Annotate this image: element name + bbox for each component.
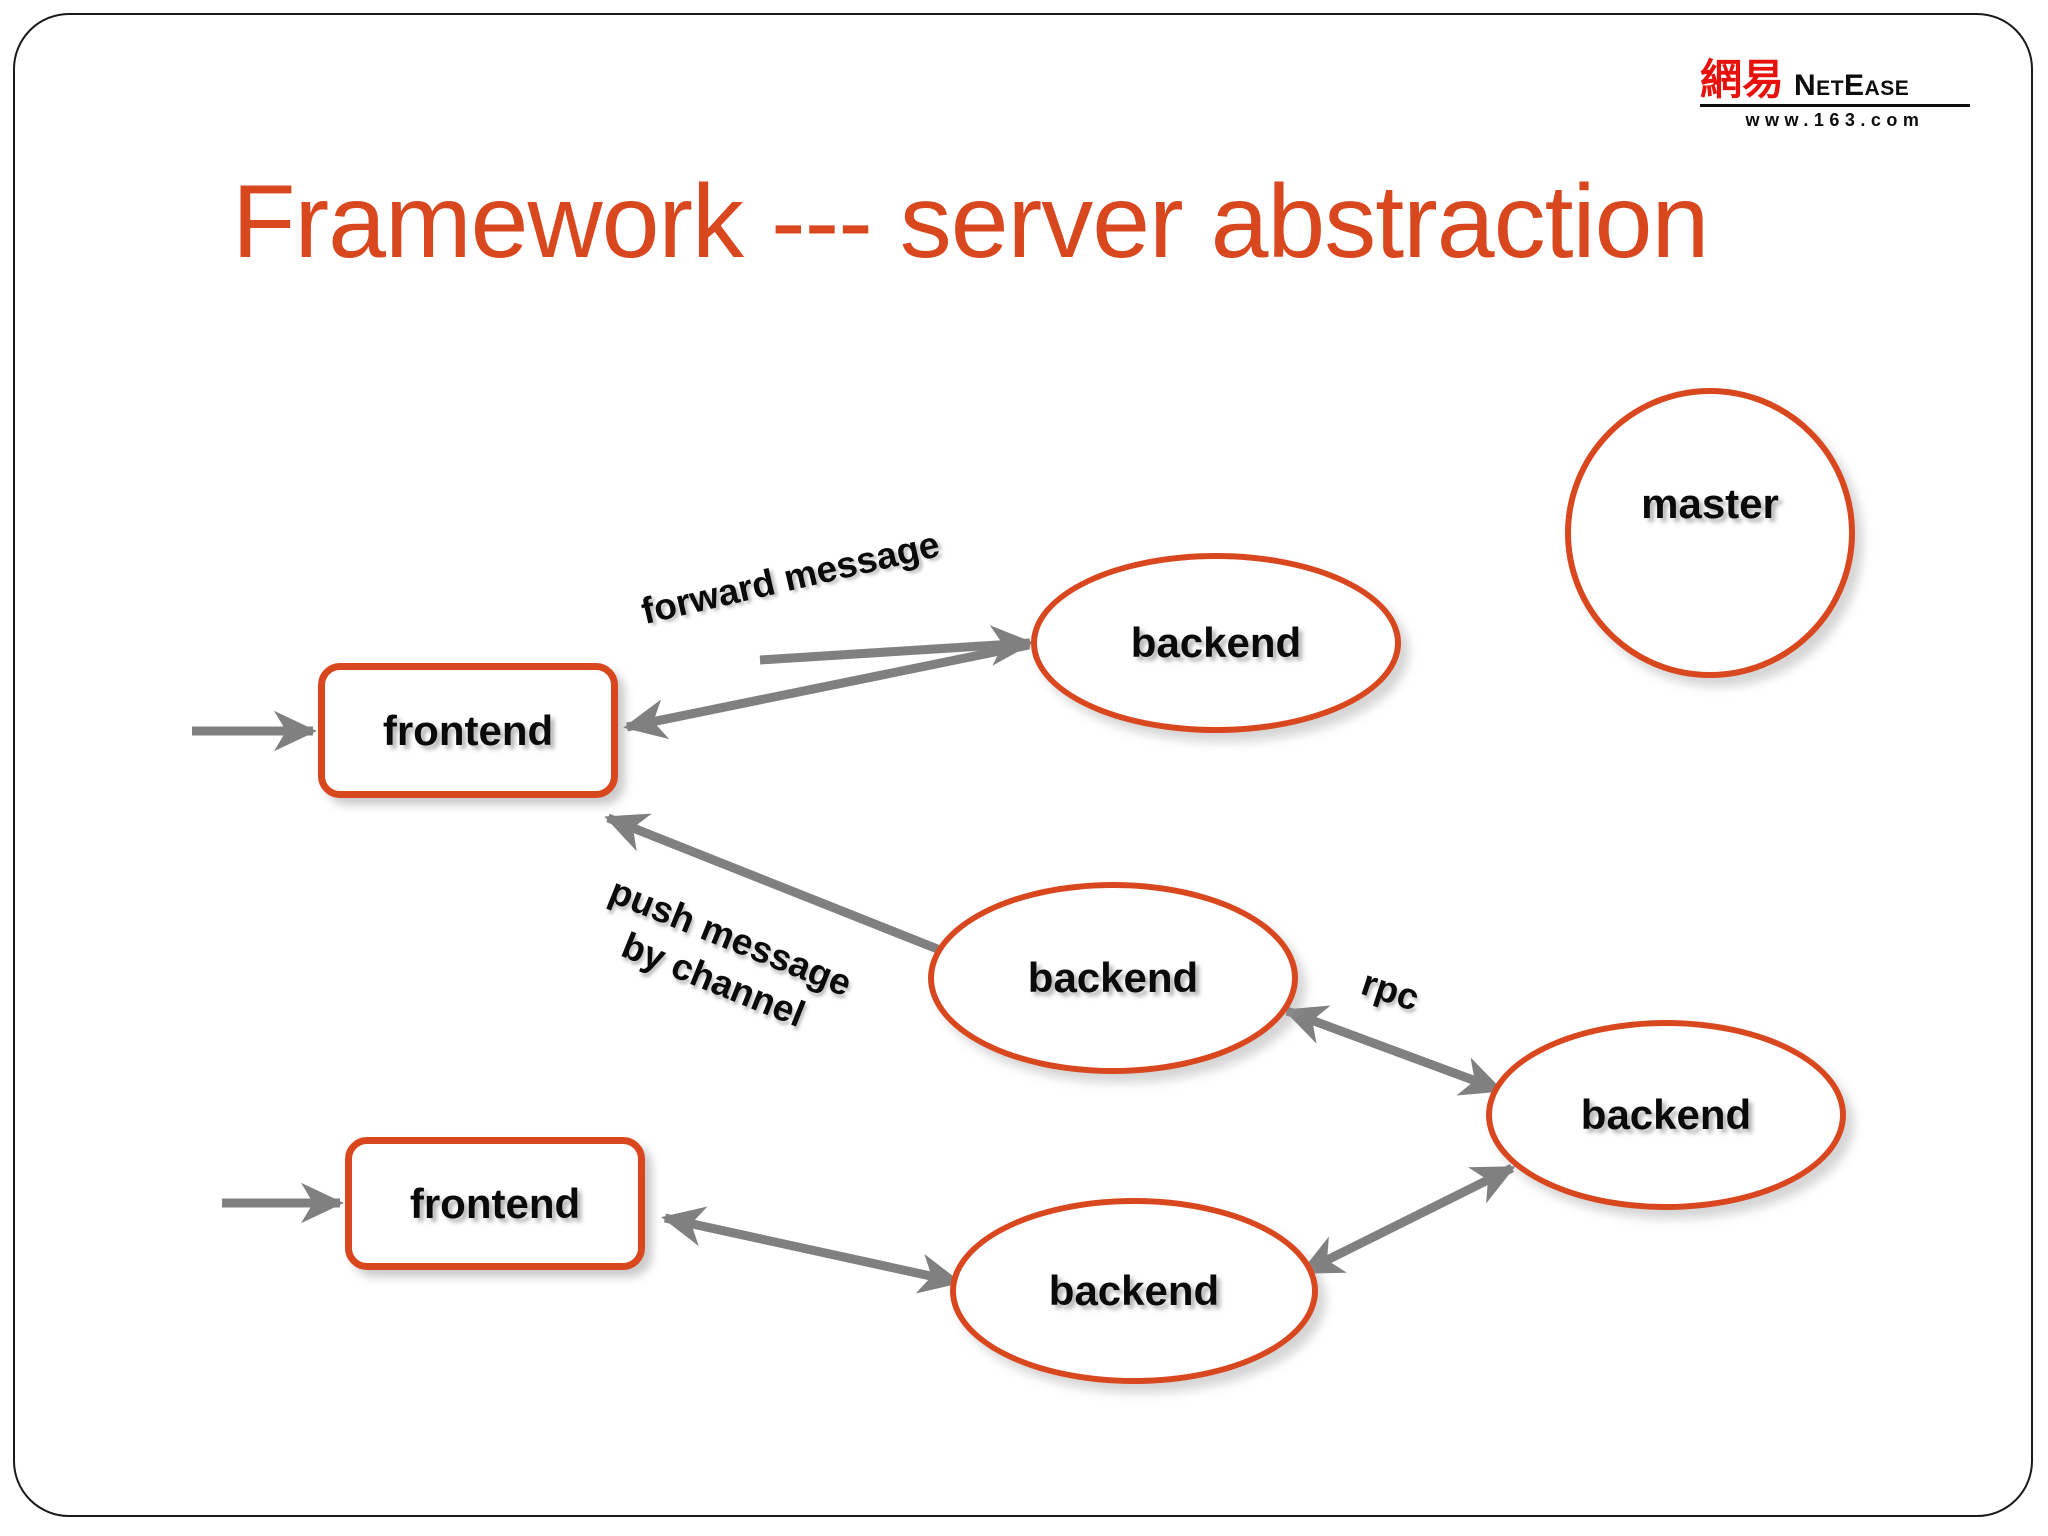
logo-url-text: www.163.com — [1745, 110, 1925, 130]
edge-forward-message — [623, 640, 1030, 740]
node-master-label: master — [1641, 480, 1779, 527]
edge-backend4-backend3 — [1299, 1163, 1516, 1277]
node-backend-2[interactable]: backend — [928, 882, 1298, 1074]
node-backend-2-label: backend — [1027, 954, 1199, 1001]
node-backend-4[interactable]: backend — [950, 1198, 1318, 1384]
edge-rpc — [1283, 1005, 1504, 1096]
logo-wordmark-row: 網易 NetEase — [1700, 52, 1970, 102]
node-backend-3-label: backend — [1580, 1091, 1752, 1138]
edge-push-message — [604, 813, 942, 955]
edge-frontend2-backend4 — [661, 1206, 962, 1294]
node-master[interactable]: master — [1565, 388, 1855, 678]
edge-forward-message-out-line — [759, 625, 1034, 666]
logo-divider — [1700, 104, 1970, 107]
page-title: Framework --- server abstraction — [232, 164, 1709, 280]
netease-logo: 網易 NetEase www.163.com — [1700, 52, 1970, 132]
logo-brand-text: NetEase — [1794, 69, 1910, 102]
node-backend-1-label: backend — [1130, 619, 1302, 666]
logo-chinese-characters: 網易 — [1700, 55, 1785, 104]
node-backend-3[interactable]: backend — [1486, 1020, 1846, 1210]
node-frontend-1-label: frontend — [382, 706, 554, 754]
node-backend-4-label: backend — [1048, 1267, 1220, 1314]
node-frontend-2-label: frontend — [409, 1179, 581, 1227]
node-backend-1[interactable]: backend — [1031, 553, 1401, 733]
node-frontend-1[interactable]: frontend — [318, 663, 618, 798]
node-frontend-2[interactable]: frontend — [345, 1137, 645, 1270]
